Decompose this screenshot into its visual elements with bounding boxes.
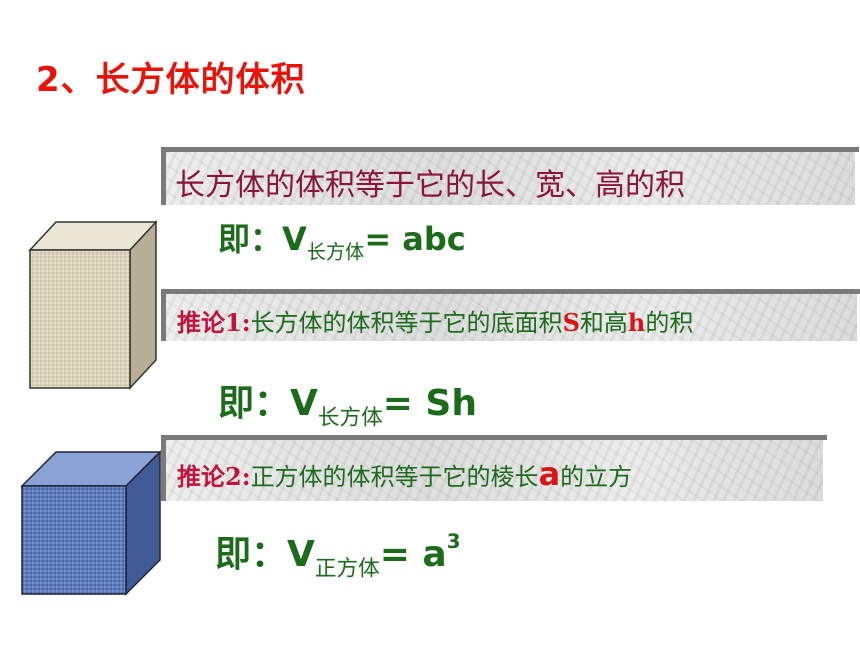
exponent: 3 [446, 530, 461, 554]
cube-illustration [20, 450, 162, 596]
corollary2-text-a: 正方体的体积等于它的棱长 [250, 463, 539, 491]
formula-rhs: = abc [364, 220, 466, 258]
volume-subscript: 正方体 [314, 556, 380, 582]
corollary1-s: S [562, 308, 580, 337]
formula-rhs: = Sh [382, 383, 477, 424]
corollary2-text-b: 的立方 [560, 463, 633, 491]
formula-prefix: 即： [218, 383, 291, 424]
formula-prefix: 即： [215, 534, 288, 575]
volume-symbol: V [287, 534, 315, 575]
corollary1-text-b: 和高 [579, 309, 628, 337]
formula-prefix: 即： [218, 220, 283, 258]
volume-symbol: V [282, 220, 307, 258]
statement-banner: 长方体的体积等于它的长、宽、高的积 [161, 147, 859, 205]
corollary1-h: h [627, 308, 646, 337]
corollary2-a: a [538, 455, 561, 493]
corollary1-text-c: 的积 [645, 309, 694, 337]
corollary1-text-a: 长方体的体积等于它的底面积 [250, 309, 563, 337]
volume-symbol: V [290, 383, 318, 424]
corollary2-banner: 推论2:正方体的体积等于它的棱长a的立方 [161, 435, 827, 501]
cuboid-illustration [28, 220, 158, 390]
corollary1-text: 推论1:长方体的体积等于它的底面积S和高h的积 [177, 303, 693, 338]
volume-subscript: 长方体 [306, 240, 365, 264]
page-title: 2、长方体的体积 [36, 60, 306, 100]
formula-rhs: = a [379, 534, 447, 575]
corollary1-label: 推论1: [177, 308, 251, 337]
corollary1-banner: 推论1:长方体的体积等于它的底面积S和高h的积 [161, 289, 860, 341]
corollary2-text: 推论2:正方体的体积等于它的棱长a的立方 [177, 455, 632, 493]
corollary2-label: 推论2: [177, 462, 251, 491]
formula-cube: 即：V正方体= a3 [215, 525, 460, 583]
statement-text: 长方体的体积等于它的长、宽、高的积 [175, 168, 685, 203]
formula-cuboid-abc: 即：V长方体= abc [218, 214, 466, 265]
formula-cuboid-sh: 即：V长方体= Sh [218, 374, 477, 432]
volume-subscript: 长方体 [317, 405, 383, 431]
